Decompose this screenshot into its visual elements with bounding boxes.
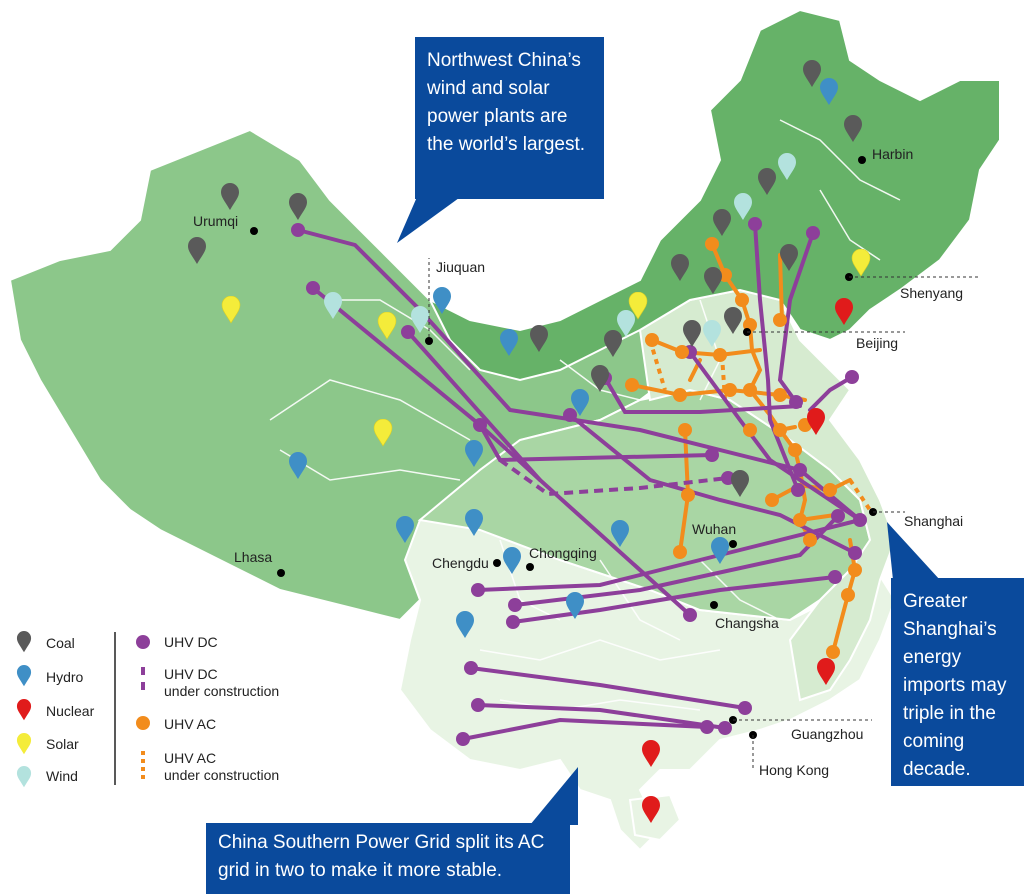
city-label-shanghai: Shanghai <box>904 513 964 529</box>
callout-southern-pointer <box>530 767 578 825</box>
legend-label-uhv-dc-construction-line1: UHV DC <box>164 666 218 682</box>
city-label-harbin: Harbin <box>872 146 914 162</box>
callout-shanghai-pointer <box>887 522 940 580</box>
legend-label-uhv-dc-construction-line2: under construction <box>164 683 280 699</box>
city-leaders <box>428 258 980 770</box>
callout-northwest-pointer <box>397 190 470 243</box>
city-label-urumqi: Urumqi <box>193 213 239 229</box>
legend-label-uhv-ac-construction-line2: under construction <box>164 767 280 783</box>
legend: Coal Hydro Nuclear Solar Wind UHV DC UHV… <box>10 630 310 790</box>
callout-northwest: Northwest China’s wind and solar power p… <box>415 37 604 199</box>
legend-label-uhv-dc: UHV DC <box>164 634 218 650</box>
uhv-dc-lines <box>296 222 862 741</box>
city-label-jiuquan: Jiuquan <box>436 259 486 275</box>
city-label-lhasa: Lhasa <box>234 549 273 565</box>
legend-label-hydro: Hydro <box>46 669 84 685</box>
legend-label-nuclear: Nuclear <box>46 703 95 719</box>
uhv-ac-nodes <box>625 237 862 659</box>
city-label-beijing: Beijing <box>856 335 899 351</box>
callout-southern: China Southern Power Grid split its AC g… <box>206 823 570 894</box>
legend-label-wind: Wind <box>46 768 78 784</box>
legend-marks <box>16 631 150 788</box>
city-label-hong-kong: Hong Kong <box>759 762 830 778</box>
city-label-shenyang: Shenyang <box>900 285 964 301</box>
city-label-chongqing: Chongqing <box>529 545 597 561</box>
legend-label-uhv-ac-construction-line1: UHV AC <box>164 750 217 766</box>
uhv-ac-construction-lines <box>648 339 872 512</box>
city-label-chengdu: Chengdu <box>432 555 489 571</box>
city-label-changsha: Changsha <box>715 615 779 631</box>
region-northeast <box>427 8 1001 382</box>
legend-label-coal: Coal <box>46 635 75 651</box>
legend-label-uhv-ac: UHV AC <box>164 716 217 732</box>
city-label-guangzhou: Guangzhou <box>791 726 864 742</box>
uhv-dc-construction-lines <box>498 458 729 497</box>
city-label-wuhan: Wuhan <box>692 521 737 537</box>
legend-label-solar: Solar <box>46 736 79 752</box>
callout-shanghai: Greater Shanghai’s energy imports may tr… <box>891 578 1024 786</box>
